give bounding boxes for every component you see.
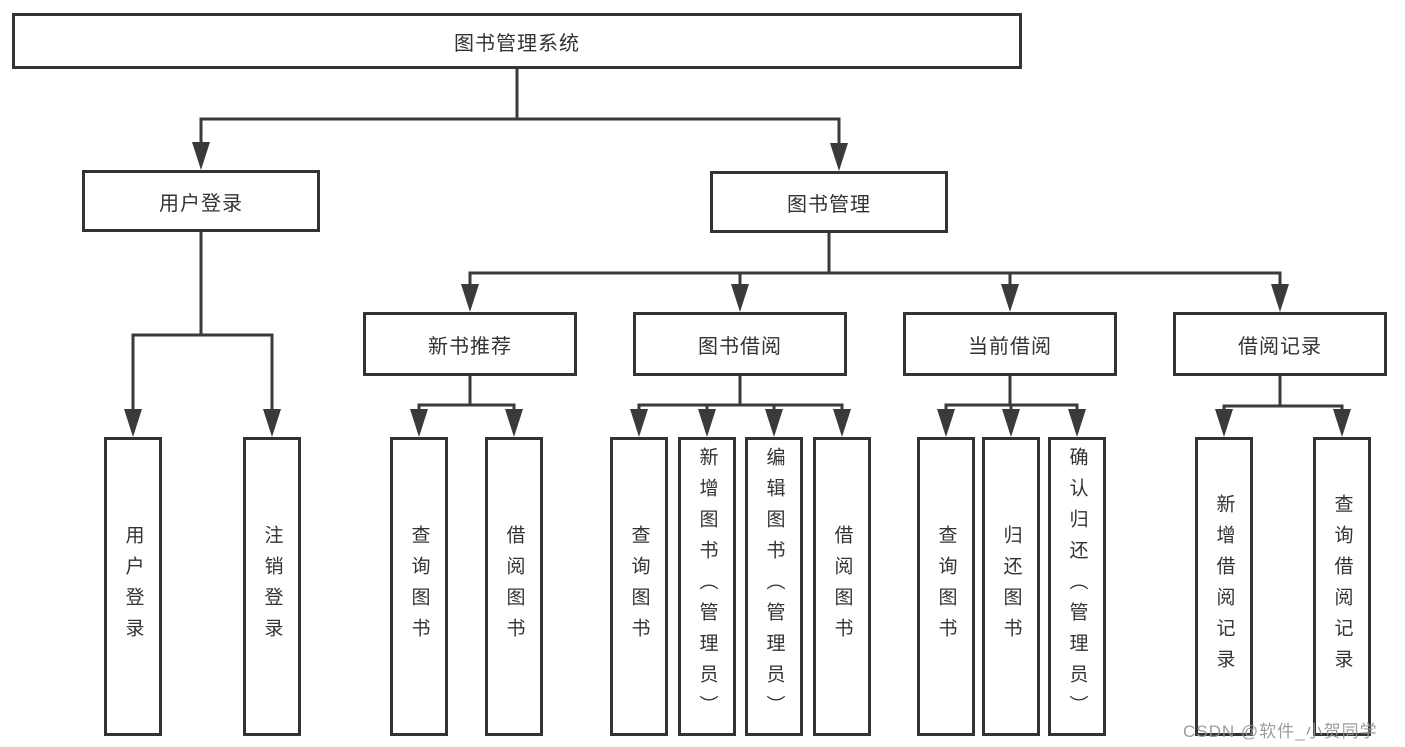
node-leaf-user-login: 用户登录 xyxy=(104,437,162,736)
node-label: 借阅图书 xyxy=(831,524,853,649)
node-leaf-borrow-books: 借阅图书 xyxy=(813,437,871,736)
connector-current-borrow-to-leaves xyxy=(937,374,1086,437)
node-label: 新增借阅记录 xyxy=(1213,493,1235,680)
node-leaf-query-books-current: 查询图书 xyxy=(917,437,975,736)
node-leaf-query-books-borrow: 查询图书 xyxy=(610,437,668,736)
connector-user-login-to-leaves xyxy=(124,230,281,437)
node-leaf-return-books: 归还图书 xyxy=(982,437,1040,736)
node-label: 当前借阅 xyxy=(968,335,1052,358)
node-label: 查询图书 xyxy=(935,524,957,649)
node-label: 编辑图书（管理员） xyxy=(763,447,785,726)
node-leaf-edit-books-admin: 编辑图书（管理员） xyxy=(745,437,803,736)
node-label: 借阅图书 xyxy=(503,524,525,649)
node-label: 用户登录 xyxy=(159,192,243,215)
connector-borrow-records-to-leaves xyxy=(1215,374,1351,437)
node-leaf-query-books-recommend: 查询图书 xyxy=(390,437,448,736)
node-leaf-query-borrow-record: 查询借阅记录 xyxy=(1313,437,1371,736)
node-leaf-logout: 注销登录 xyxy=(243,437,301,736)
node-leaf-borrow-books-recommend: 借阅图书 xyxy=(485,437,543,736)
node-leaf-add-books-admin: 新增图书（管理员） xyxy=(678,437,736,736)
watermark: CSDN @软件_小贺同学 xyxy=(1183,722,1378,741)
connector-book-borrow-to-leaves xyxy=(630,374,851,437)
node-leaf-add-borrow-record: 新增借阅记录 xyxy=(1195,437,1253,736)
node-label: 注销登录 xyxy=(261,524,283,649)
node-leaf-confirm-return-admin: 确认归还（管理员） xyxy=(1048,437,1106,736)
node-label: 新增图书（管理员） xyxy=(696,447,718,726)
connector-book-management-to-level3 xyxy=(461,231,1289,312)
connector-root-to-level2 xyxy=(192,66,848,171)
node-label: 用户登录 xyxy=(122,524,144,649)
node-label: 新书推荐 xyxy=(428,335,512,358)
node-label: 确认归还（管理员） xyxy=(1066,447,1088,726)
node-label: 归还图书 xyxy=(1000,524,1022,649)
node-borrow-records: 借阅记录 xyxy=(1173,312,1387,376)
node-label: 借阅记录 xyxy=(1238,335,1322,358)
node-label: 查询借阅记录 xyxy=(1331,493,1353,680)
node-label: 图书管理系统 xyxy=(454,32,580,55)
node-book-management: 图书管理 xyxy=(710,171,948,233)
node-label: 查询图书 xyxy=(628,524,650,649)
node-label: 图书借阅 xyxy=(698,335,782,358)
node-user-login: 用户登录 xyxy=(82,170,320,232)
node-current-borrow: 当前借阅 xyxy=(903,312,1117,376)
node-label: 图书管理 xyxy=(787,193,871,216)
connector-new-book-recommend-to-leaves xyxy=(410,374,523,437)
node-book-borrow: 图书借阅 xyxy=(633,312,847,376)
node-label: 查询图书 xyxy=(408,524,430,649)
node-root: 图书管理系统 xyxy=(12,13,1022,69)
node-new-book-recommend: 新书推荐 xyxy=(363,312,577,376)
